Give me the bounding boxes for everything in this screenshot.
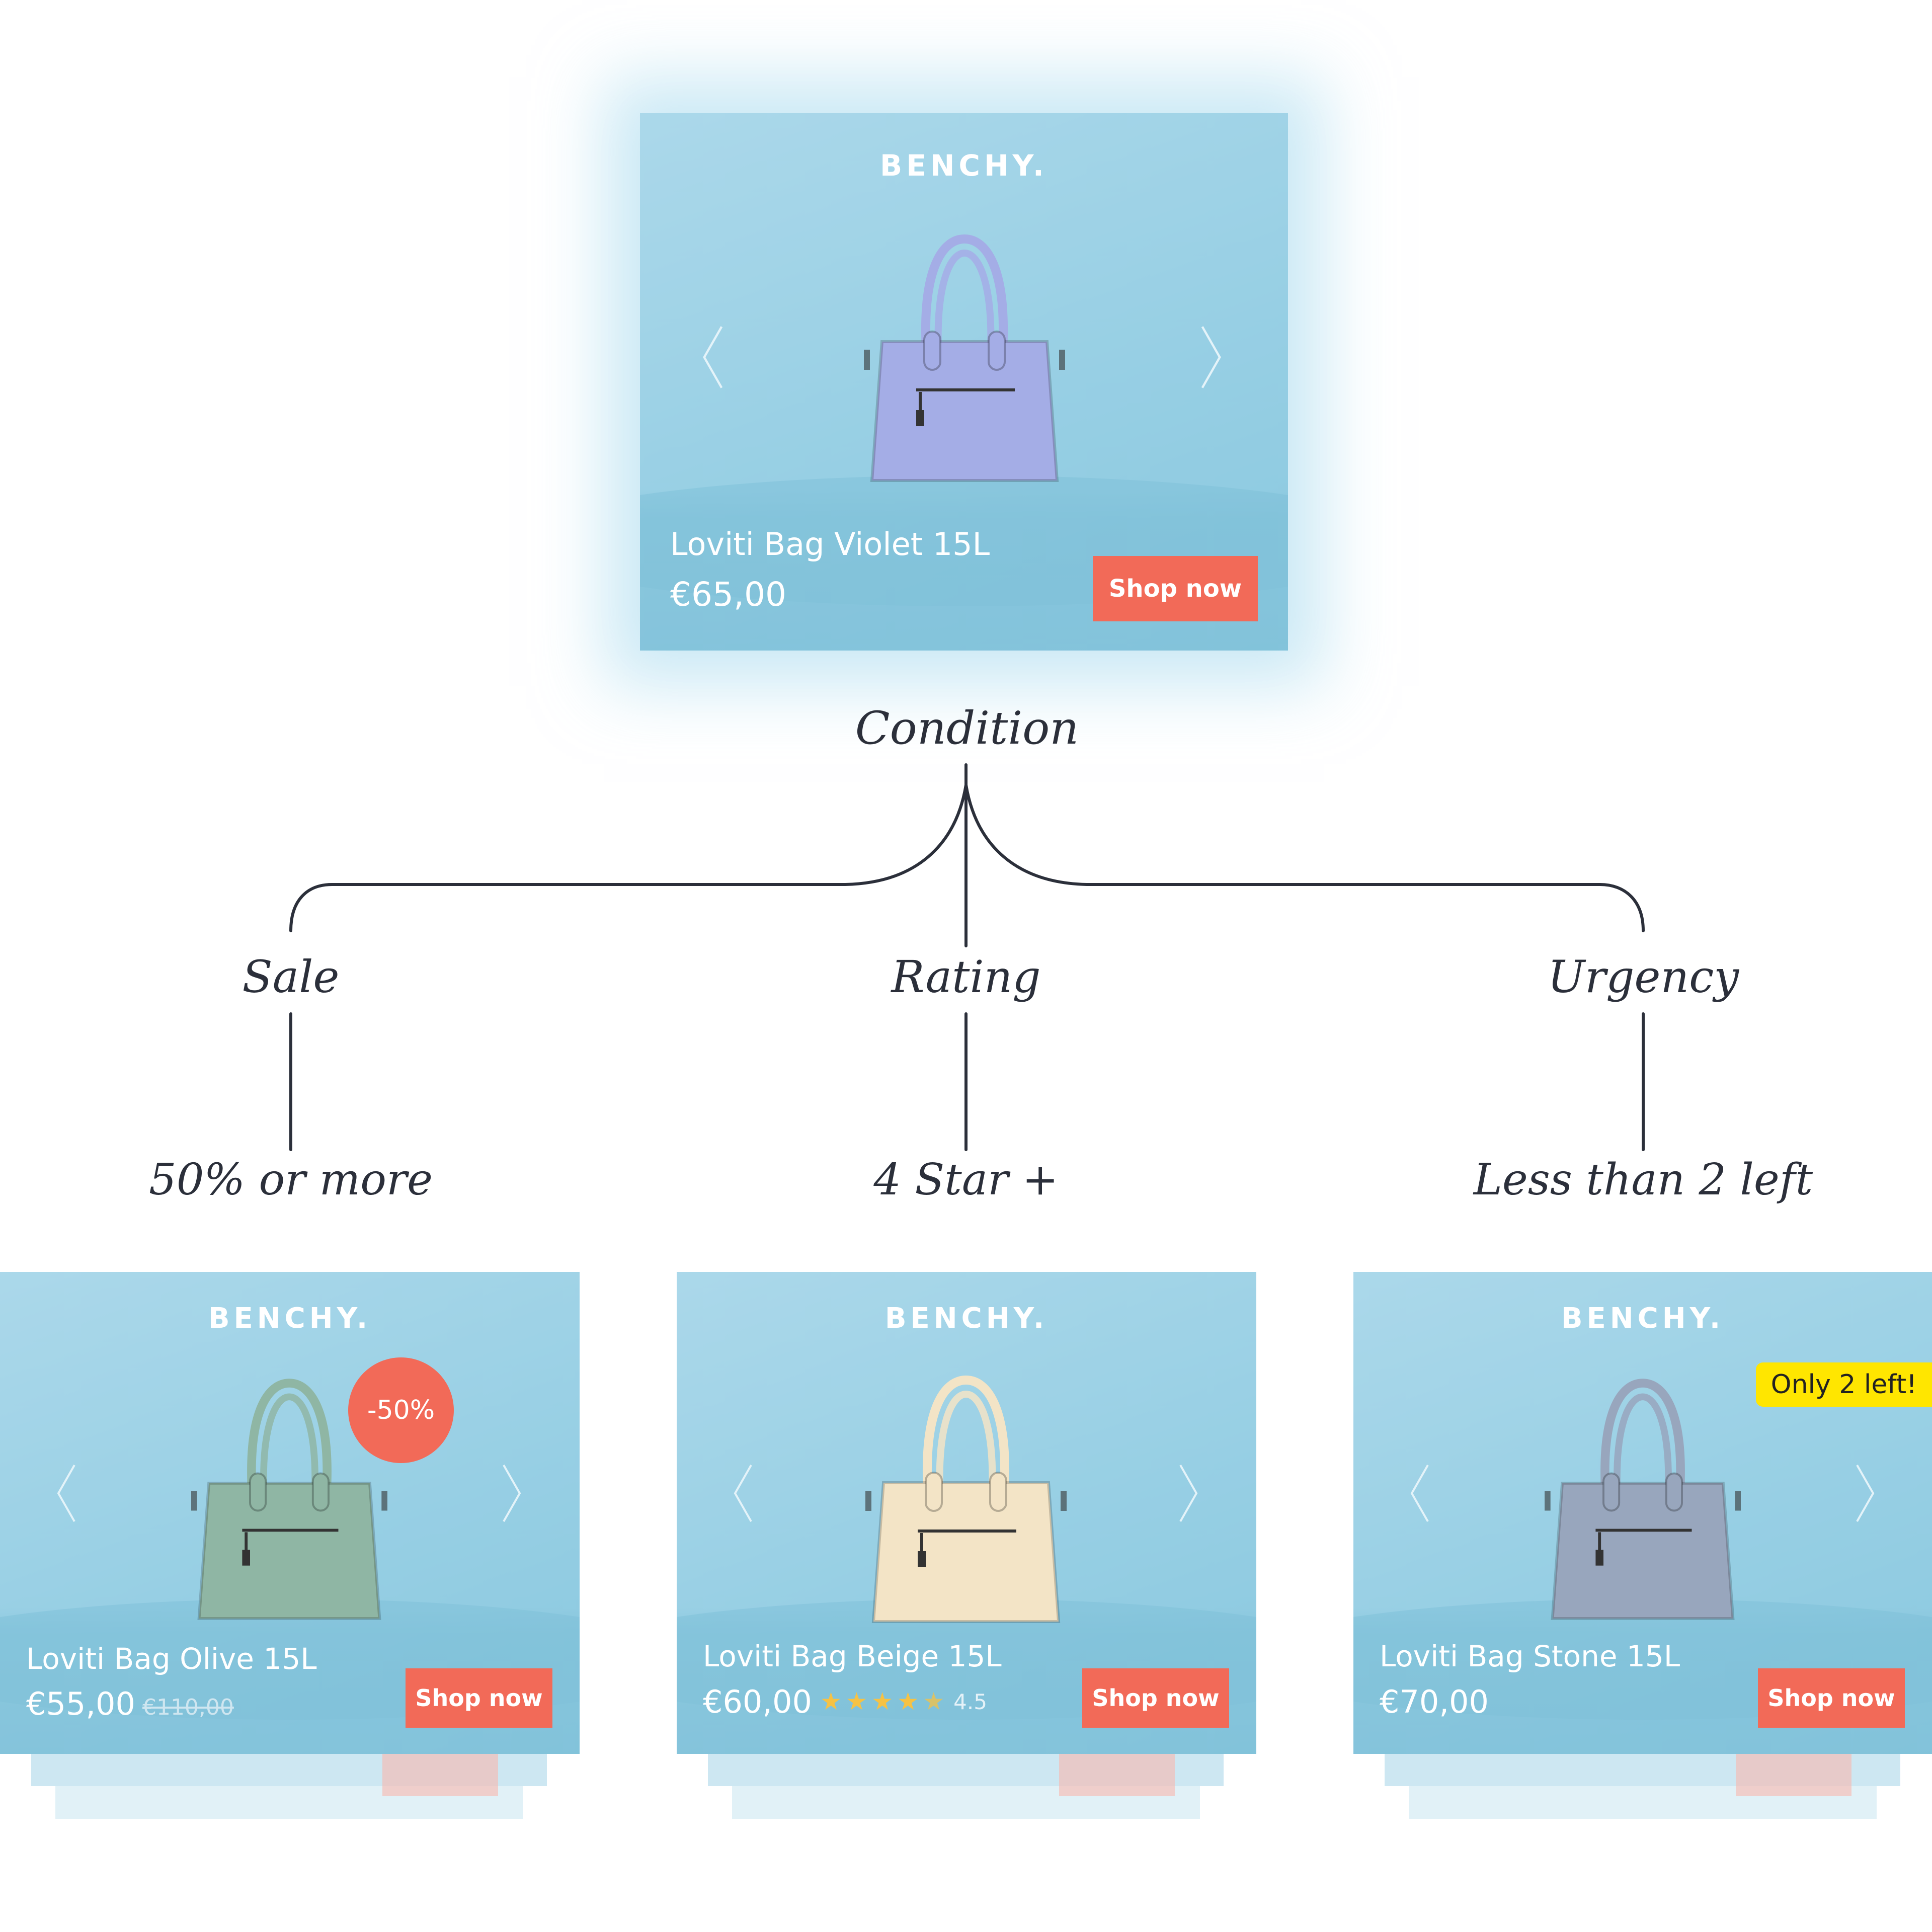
star-half-icon: ★ <box>923 1687 945 1716</box>
product-name: Loviti Bag Stone 15L <box>1380 1639 1680 1673</box>
star-full-icon: ★ <box>820 1687 842 1716</box>
criterion-rating: 4 Star + <box>873 1155 1059 1205</box>
urgency-badge: Only 2 left! <box>1755 1362 1932 1407</box>
product-name: Loviti Bag Beige 15L <box>703 1639 1002 1673</box>
star-full-icon: ★ <box>846 1687 868 1716</box>
branch-label-urgency: Urgency <box>1547 951 1739 1003</box>
chevron-right-icon[interactable] <box>1172 1463 1204 1523</box>
shop-now-button[interactable]: Shop now <box>1082 1668 1229 1728</box>
card-stack-button <box>1059 1751 1175 1796</box>
sale-badge: -50% <box>348 1357 454 1463</box>
branch-label-rating: Rating <box>891 951 1041 1003</box>
shop-now-button[interactable]: Shop now <box>406 1668 552 1728</box>
star-full-icon: ★ <box>897 1687 919 1716</box>
product-card-urgency: BENCHY. Only 2 left! Loviti Bag Stone 15… <box>1353 1272 1932 1754</box>
chevron-right-icon[interactable] <box>1849 1463 1881 1523</box>
bag-image-icon <box>1545 1367 1741 1634</box>
current-price: €55,00 <box>26 1685 135 1722</box>
chevron-left-icon[interactable] <box>50 1463 83 1523</box>
shop-now-button[interactable]: Shop now <box>1093 556 1258 621</box>
product-name: Loviti Bag Olive 15L <box>26 1642 317 1676</box>
product-price: €65,00 <box>670 575 786 614</box>
star-rating: ★★★★★4.5 <box>820 1687 987 1716</box>
star-full-icon: ★ <box>871 1687 894 1716</box>
chevron-left-icon[interactable] <box>1404 1463 1436 1523</box>
product-price: €55,00 €110,00 <box>26 1685 234 1722</box>
card-stack-button <box>382 1751 498 1796</box>
brand-logo: BENCHY. <box>208 1302 372 1335</box>
criterion-urgency: Less than 2 left <box>1473 1155 1813 1205</box>
product-price: €70,00 <box>1380 1683 1489 1720</box>
card-stack-button <box>1736 1751 1852 1796</box>
product-card-rating: BENCHY. Loviti Bag Beige 15L €60,00 ★★★★… <box>677 1272 1256 1754</box>
brand-logo: BENCHY. <box>1561 1302 1725 1335</box>
product-card-sale: BENCHY. -50% Loviti Bag Olive 15L €55,00… <box>0 1272 580 1754</box>
tree-line-right <box>964 783 1645 932</box>
rating-value: 4.5 <box>953 1689 987 1714</box>
original-price: €110,00 <box>142 1695 234 1720</box>
branch-label-sale: Sale <box>242 951 340 1003</box>
chevron-right-icon[interactable] <box>496 1463 528 1523</box>
brand-logo: BENCHY. <box>880 148 1048 183</box>
criterion-sale: 50% or more <box>148 1155 433 1205</box>
brand-logo: BENCHY. <box>884 1302 1049 1335</box>
condition-label: Condition <box>855 702 1079 755</box>
tree-line-left <box>289 783 968 932</box>
chevron-left-icon[interactable] <box>727 1463 759 1523</box>
shop-now-button[interactable]: Shop now <box>1758 1668 1905 1728</box>
main-product-card: BENCHY. Loviti Bag Violet 15L €65,00 Sho… <box>640 113 1288 651</box>
product-name: Loviti Bag Violet 15L <box>670 526 990 562</box>
bag-image-icon <box>865 1367 1067 1634</box>
product-price: €60,00 <box>703 1683 812 1720</box>
